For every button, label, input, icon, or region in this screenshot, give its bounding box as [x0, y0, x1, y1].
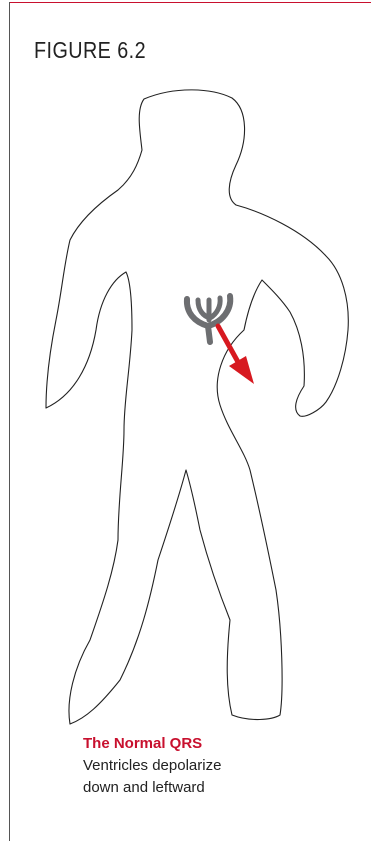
caption-title: The Normal QRS — [83, 735, 202, 752]
vector-arrow-icon — [218, 326, 254, 384]
body-outline — [46, 90, 348, 724]
caption-line-1: Ventricles depolarize — [83, 757, 221, 774]
caption-line-2: down and leftward — [83, 779, 205, 796]
